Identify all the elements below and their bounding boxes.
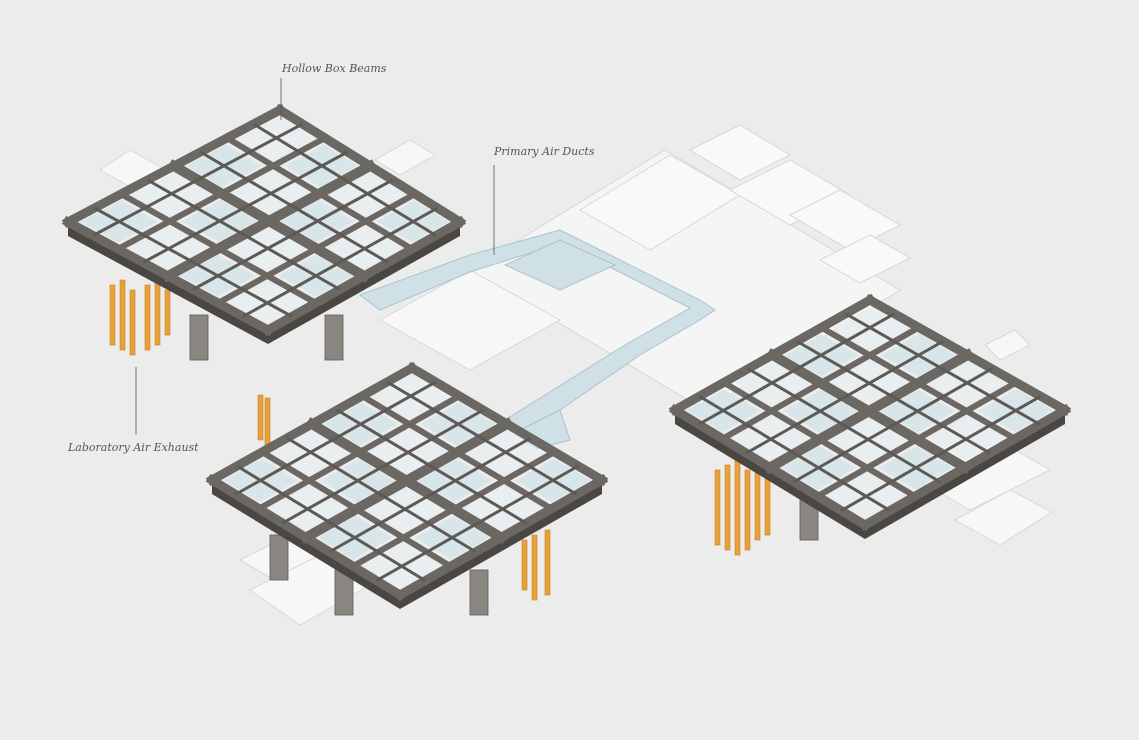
hollow-box-beam <box>668 403 872 532</box>
secondary-beam <box>375 464 579 582</box>
secondary-beam <box>242 206 439 318</box>
secondary-beam <box>698 394 891 512</box>
exhaust-pipe <box>734 459 741 556</box>
exhaust-pipe <box>531 534 538 601</box>
secondary-beam <box>252 122 437 237</box>
hollow-box-beam <box>167 159 371 283</box>
exhaust-pipe <box>144 284 151 351</box>
leader-lines <box>135 78 495 435</box>
exhaust-pipe <box>257 394 264 441</box>
hollow-box-beam <box>393 473 609 602</box>
hollow-box-beam <box>348 447 559 571</box>
secondary-beam <box>386 380 578 496</box>
exhaust-pipe <box>714 469 721 546</box>
secondary-beam <box>747 367 941 484</box>
annotation-laboratory-air-exhaust: Laboratory Air Exhaust <box>68 441 199 454</box>
exhaust-pipe <box>119 279 126 351</box>
exhaust-pipe <box>129 289 136 356</box>
column <box>269 534 289 581</box>
exhaust-pipe <box>754 464 761 541</box>
hollow-box-beam <box>61 215 275 337</box>
column <box>469 569 489 616</box>
secondary-beam <box>698 312 896 426</box>
secondary-beam <box>745 339 944 455</box>
exhaust-pipe <box>521 539 528 591</box>
secondary-beam <box>281 408 484 525</box>
column <box>189 314 209 361</box>
secondary-beam <box>328 436 532 554</box>
secondary-beam <box>93 206 293 318</box>
exhaust-pipe <box>724 464 731 551</box>
secondary-beam <box>142 150 349 264</box>
secondary-beam <box>199 150 389 264</box>
hollow-box-beam <box>305 417 508 545</box>
hollow-box-beam <box>213 189 420 308</box>
exhaust-pipe <box>764 474 771 536</box>
frame-upper-left <box>61 103 467 361</box>
frames <box>61 103 1072 616</box>
secondary-beam <box>236 464 427 582</box>
secondary-beam <box>793 367 993 484</box>
hollow-box-beam <box>257 447 455 571</box>
secondary-beam <box>336 408 528 525</box>
secondary-beam <box>234 380 437 496</box>
secondary-beam <box>192 178 394 291</box>
secondary-beam <box>796 339 991 455</box>
hollow-box-beam <box>116 189 321 308</box>
secondary-beam <box>146 178 341 291</box>
exhaust-pipe <box>109 284 116 346</box>
annotation-primary-air-ducts: Primary Air Ducts <box>494 145 595 158</box>
exhaust-pipe <box>264 397 271 446</box>
exhaust-pipe <box>544 529 551 596</box>
exhaust-pipe <box>154 279 161 346</box>
frame-lower-center <box>205 361 609 616</box>
secondary-beam <box>92 122 304 237</box>
frame-lower-right <box>668 293 1072 556</box>
annotation-hollow-box-beams: Hollow Box Beams <box>282 62 387 75</box>
secondary-beam <box>844 312 1041 426</box>
secondary-beam <box>840 394 1042 512</box>
exhaust-pipe <box>164 289 171 336</box>
secondary-beam <box>286 436 477 554</box>
exhaust-pipe <box>744 469 751 551</box>
hollow-box-beam <box>205 473 407 602</box>
hollow-box-beam <box>261 215 467 337</box>
hollow-box-beam <box>719 378 920 501</box>
hollow-box-beam <box>813 378 1021 501</box>
column <box>324 314 344 361</box>
hollow-box-beam <box>765 348 972 475</box>
hollow-box-beam <box>858 403 1072 532</box>
